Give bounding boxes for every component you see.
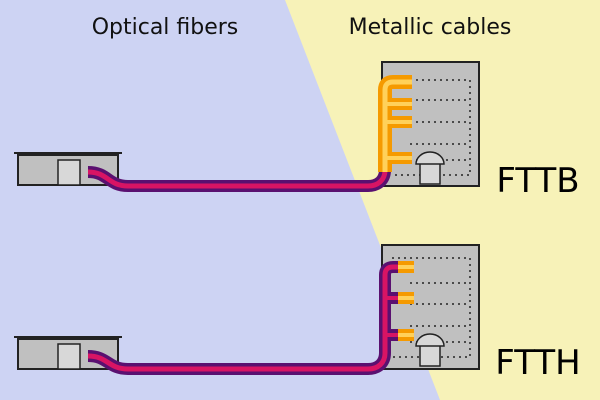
fttb-terminal-body: [419, 161, 441, 185]
optical-fibers-heading: Optical fibers: [92, 15, 239, 40]
fttb-central-office: [14, 152, 122, 186]
fttb-terminal-cap: [415, 151, 445, 165]
ftth-copper-stubs: [398, 261, 414, 341]
fttb-copper-cable: [378, 75, 412, 172]
ftth-office-port: [57, 343, 81, 370]
fttb-diagram: FTTB: [14, 61, 580, 201]
ftth-terminal-cap: [415, 333, 445, 347]
optical-region: [0, 0, 440, 400]
metallic-cables-heading: Metallic cables: [349, 15, 512, 40]
ftth-fiber-cable: [87, 261, 400, 375]
fttb-office-port: [57, 159, 81, 186]
ftth-label: FTTH: [495, 343, 580, 383]
fttb-fiber-cable: [87, 166, 391, 192]
fttb-label: FTTB: [496, 161, 579, 201]
ftth-terminal-body: [419, 343, 441, 367]
ftth-diagram: FTTH: [14, 244, 581, 383]
